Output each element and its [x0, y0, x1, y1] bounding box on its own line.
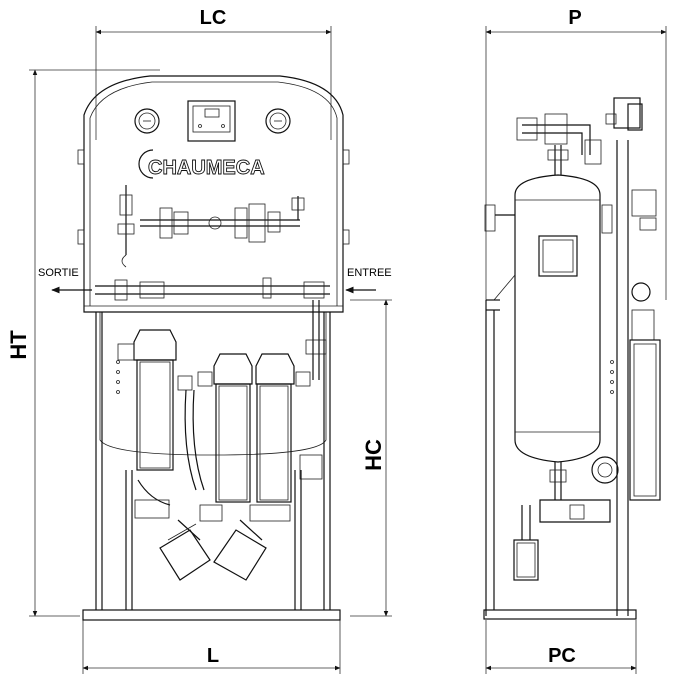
- cartridge-left: [133, 329, 177, 471]
- cartridge-middle: [213, 353, 253, 503]
- silencer-left: [159, 519, 211, 581]
- dim-label-hc: HC: [361, 439, 386, 471]
- dim-label-l: L: [207, 645, 219, 667]
- dim-label-p: P: [568, 7, 581, 29]
- vent-dots: [116, 360, 120, 394]
- cartridge-right: [255, 353, 295, 503]
- dimension-lines: [29, 26, 667, 674]
- dim-label-pc: PC: [548, 645, 576, 667]
- inlet-label: ENTREE: [347, 267, 392, 279]
- front-view: CHAUMECA SORTIE ENTREE: [38, 75, 392, 621]
- dim-label-ht: HT: [6, 330, 31, 360]
- silencer-right: [213, 519, 267, 581]
- outlet-label: SORTIE: [38, 267, 79, 279]
- logo-text: CHAUMECA: [148, 157, 265, 179]
- dim-label-lc: LC: [200, 7, 227, 29]
- chaumeca-logo: CHAUMECA: [138, 149, 265, 179]
- side-tank: [514, 174, 601, 463]
- side-view: [483, 97, 661, 620]
